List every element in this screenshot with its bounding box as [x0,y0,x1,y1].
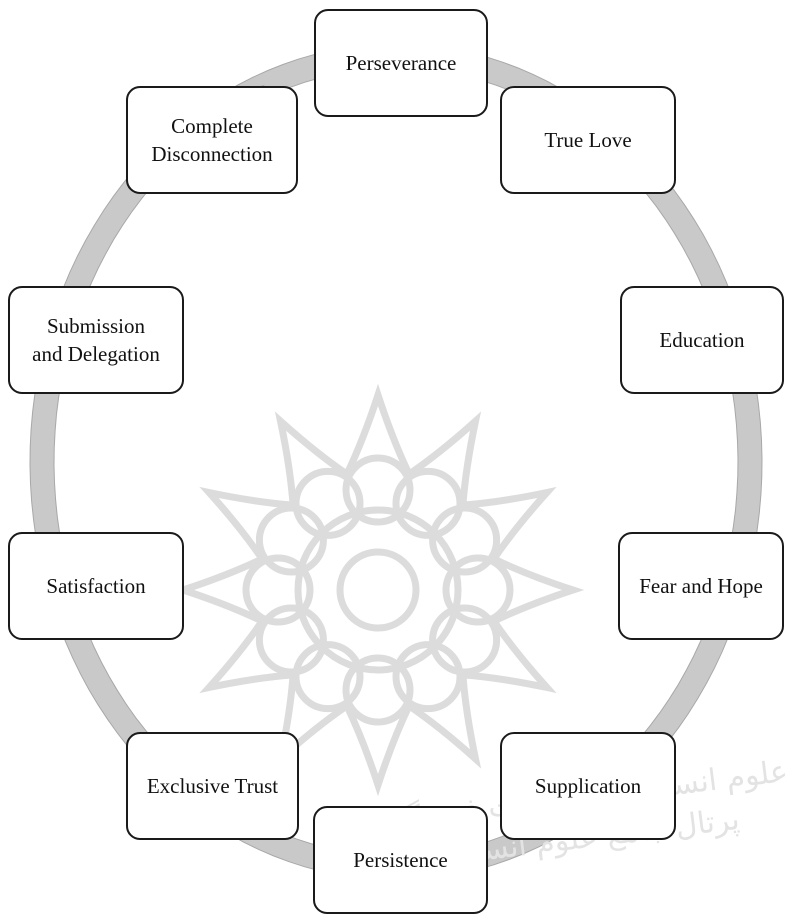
node-label: Satisfaction [46,573,146,598]
emblem-petal [407,674,482,769]
emblem-ring [429,504,501,576]
node-label: Perseverance [345,50,457,75]
node-label: Persistence [353,847,448,872]
node-label: Education [659,327,745,352]
emblem-petal [407,411,482,506]
emblem-petal [492,555,585,625]
node-satisfaction: Satisfaction [8,532,184,640]
emblem-ring [292,467,364,539]
emblem-ring [392,467,464,539]
node-education: Education [620,286,784,394]
node-label-line: Disconnection [151,142,273,166]
emblem-ring [255,504,327,576]
emblem-petal [462,486,557,561]
node-label: Supplication [534,773,642,798]
node-true-love: True Love [500,86,676,194]
emblem-petal [199,619,294,694]
node-supplication: Supplication [500,732,676,840]
emblem-ring [342,454,414,526]
node-label-line: and Delegation [32,342,160,366]
node-label: Fear and Hope [639,573,763,598]
node-label: Complete Disconnection [151,112,272,169]
node-perseverance: Perseverance [314,9,488,117]
geometric-star-emblem-icon [171,383,585,797]
node-label: Submission and Delegation [32,312,160,369]
node-submission-and-delegation: Submission and Delegation [8,286,184,394]
node-label-line: Complete [171,113,253,138]
emblem-ring [442,554,514,626]
node-label-line: Submission [46,313,145,338]
node-fear-and-hope: Fear and Hope [618,532,784,640]
emblem-ring [392,641,464,713]
emblem-ring [342,654,414,726]
emblem-petal [199,486,294,561]
emblem-ring [429,604,501,676]
emblem-ring [255,604,327,676]
emblem-ring [292,641,364,713]
node-exclusive-trust: Exclusive Trust [126,732,299,840]
emblem-petal [343,383,413,476]
node-persistence: Persistence [313,806,488,914]
node-label: True Love [544,127,632,152]
node-label: Exclusive Trust [146,773,279,798]
emblem-petal [462,619,557,694]
emblem-ring [242,554,314,626]
node-complete-disconnection: Complete Disconnection [126,86,298,194]
emblem-petal [274,411,349,506]
emblem-petal [343,704,413,797]
